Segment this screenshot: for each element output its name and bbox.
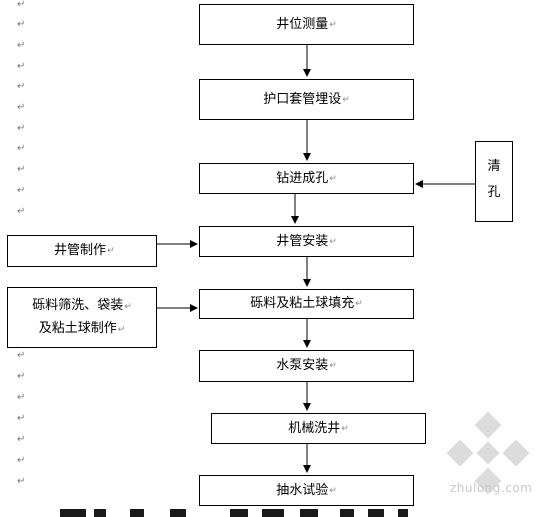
cut-off-text-fragment <box>340 509 354 517</box>
step-gravel-fill-label: 砾料及粘土球填充 <box>250 296 355 311</box>
paragraph-mark: ↵ <box>17 413 26 424</box>
cut-off-text-fragment <box>398 509 408 517</box>
paragraph-mark: ↵ <box>124 301 132 312</box>
side-gravel-prep-text: 砾料筛洗、袋装↵ 及粘土球制作↵ <box>32 295 132 341</box>
paragraph-mark: ↵ <box>329 361 337 371</box>
paragraph-mark: ↵ <box>17 371 26 382</box>
paragraph-mark: ↵ <box>17 185 26 196</box>
step-survey: 井位测量↵ <box>199 4 414 45</box>
step-gravel-fill: 砾料及粘土球填充↵ <box>199 289 414 319</box>
paragraph-mark: ↵ <box>107 246 115 256</box>
paragraph-mark: ↵ <box>329 485 337 496</box>
step-pipe-install-label: 井管安装 <box>276 233 329 249</box>
paragraph-mark: ↵ <box>17 40 26 51</box>
zhulong-logo-watermark <box>443 408 533 498</box>
cut-off-text-fragment <box>230 509 248 517</box>
watermark-text: zhulong.com <box>450 481 533 495</box>
paragraph-mark: ↵ <box>17 392 26 403</box>
side-clean-hole-char-2: 孔 <box>487 185 501 200</box>
side-gravel-prep-line-1-text: 砾料筛洗、袋装 <box>32 297 124 313</box>
paragraph-mark: ↵ <box>17 206 26 217</box>
cut-off-text-fragment <box>300 509 318 517</box>
side-clean-hole: 清 孔 <box>475 141 513 222</box>
paragraph-mark: ↵ <box>17 455 26 466</box>
paragraph-mark: ↵ <box>329 173 337 184</box>
paragraph-mark: ↵ <box>355 299 363 309</box>
step-pump-install-label: 水泵安装 <box>276 358 329 373</box>
step-pump-test: 抽水试验↵ <box>199 475 414 506</box>
side-clean-hole-char-1: 清 <box>487 159 501 174</box>
side-gravel-prep: 砾料筛洗、袋装↵ 及粘土球制作↵ <box>7 287 157 348</box>
step-casing-label: 护口套管埋设 <box>263 91 342 107</box>
paragraph-mark: ↵ <box>17 19 26 30</box>
paragraph-mark: ↵ <box>341 423 349 434</box>
paragraph-mark: ↵ <box>17 350 26 361</box>
paragraph-mark: ↵ <box>17 81 26 92</box>
paragraph-mark: ↵ <box>17 102 26 113</box>
step-drilling-label: 钻进成孔 <box>276 170 329 186</box>
step-pump-install: 水泵安装↵ <box>199 350 414 382</box>
side-gravel-prep-line-1: 砾料筛洗、袋装↵ <box>32 295 132 318</box>
step-survey-label: 井位测量 <box>276 16 329 32</box>
side-pipe-make: 井管制作↵ <box>7 235 157 267</box>
paragraph-mark: ↵ <box>17 0 26 10</box>
side-pipe-make-label: 井管制作 <box>54 243 107 258</box>
paragraph-mark: ↵ <box>17 434 26 445</box>
step-pipe-install: 井管安装↵ <box>199 226 414 257</box>
paragraph-mark: ↵ <box>329 236 337 247</box>
step-drilling: 钻进成孔↵ <box>199 163 414 194</box>
cut-off-text-fragment <box>60 509 86 517</box>
paragraph-mark: ↵ <box>117 324 126 335</box>
cut-off-text-fragment <box>262 509 284 517</box>
paragraph-mark: ↵ <box>329 19 337 30</box>
step-casing: 护口套管埋设↵ <box>199 79 414 120</box>
paragraph-mark: ↵ <box>17 164 26 175</box>
cut-off-text-fragment <box>94 509 106 517</box>
paragraph-mark: ↵ <box>17 143 26 154</box>
paragraph-mark: ↵ <box>17 476 26 487</box>
cut-off-text-fragment <box>170 509 186 517</box>
cut-off-text-fragment <box>368 509 384 517</box>
side-gravel-prep-line-2-text: 及粘土球制作 <box>38 320 117 336</box>
cut-off-text-fragment <box>130 509 144 517</box>
step-pump-test-label: 抽水试验 <box>276 482 329 498</box>
paragraph-mark: ↵ <box>342 94 350 105</box>
paragraph-mark: ↵ <box>17 61 26 72</box>
step-washing-label: 机械洗井 <box>288 420 341 436</box>
paragraph-mark: ↵ <box>17 123 26 134</box>
step-washing: 机械洗井↵ <box>211 413 426 444</box>
side-gravel-prep-line-2: 及粘土球制作↵ <box>39 318 126 341</box>
